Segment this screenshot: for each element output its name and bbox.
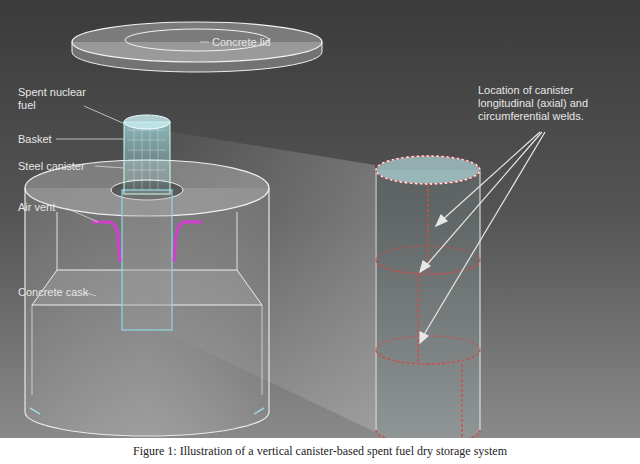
callout-note: Location of canister longitudinal (axial…: [478, 84, 628, 123]
part-label: Concrete lid: [212, 36, 302, 49]
cask-illustration: [0, 0, 640, 438]
part-label: Steel canister: [18, 160, 108, 173]
part-label: Air vent: [18, 201, 88, 214]
part-label: Basket: [18, 133, 78, 146]
figure-caption: Figure 1: Illustration of a vertical can…: [133, 444, 507, 458]
part-label: Spent nuclear fuel: [18, 86, 86, 112]
part-label: Concrete cask: [18, 286, 108, 299]
